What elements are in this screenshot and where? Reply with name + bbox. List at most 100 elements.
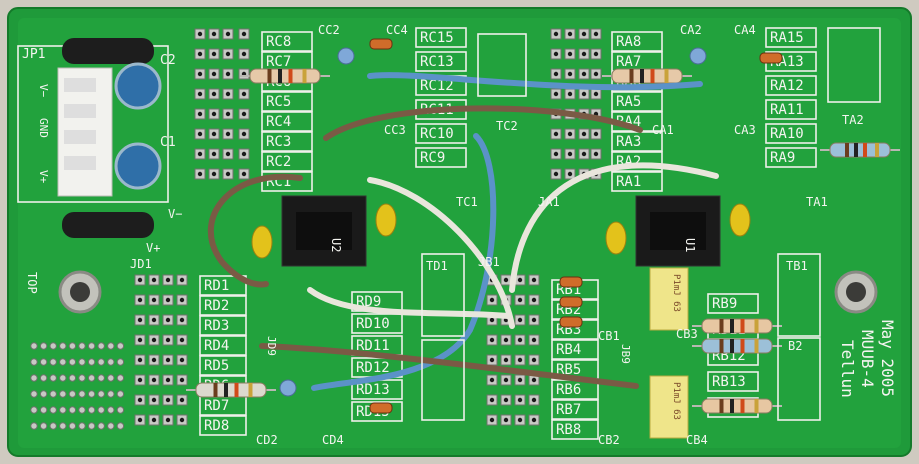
pad-hole-82 [165,317,171,323]
proto-pad-55 [78,422,86,430]
pad-hole-34 [593,71,599,77]
pad-hole-98 [489,317,495,323]
rc-col-label-1: RC7 [266,54,291,70]
caption-line-3: May 2005 [878,320,897,397]
pad-hole-55 [567,171,573,177]
pad-hole-121 [531,297,537,303]
label-jd9: JD9 [265,336,278,356]
label-cd2: CD2 [256,433,278,447]
pad-hole-37 [593,131,599,137]
label-ca1: CA1 [652,123,674,137]
rc-col-label-4: RC4 [266,114,291,130]
label-cc2: CC2 [318,23,340,37]
power-section: JP1 C2 C1 V− GND V+ V− V+ [17,38,182,255]
pad-hole-122 [531,317,537,323]
tantalum-cap-4 [729,203,751,237]
ra-right-col-box-5 [765,147,817,168]
label-gnd: GND [37,118,50,138]
pad-hole-31 [241,171,247,177]
proto-pad-50 [30,422,38,430]
proto-pad-42 [49,406,57,414]
pad-hole-89 [179,297,185,303]
label-jb1: JB1 [478,255,500,269]
pad-hole-95 [179,417,185,423]
ra-right-col-box-4 [765,123,817,144]
connector-pin-1 [64,78,96,92]
pad-hole-21 [225,131,231,137]
caption-line-1: Tellun [838,340,857,398]
film-cap-bottom-marking: P1mJ 63 [671,382,681,420]
ra-col-label-0: RA8 [616,34,641,50]
rd-col-label-4: RD5 [204,358,229,374]
pad-hole-51 [567,91,573,97]
rc-right-col-box-4 [415,123,467,144]
proto-pad-52 [49,422,57,430]
rd-right-col-label-3: RD12 [356,360,390,376]
pad-hole-110 [503,397,509,403]
proto-pad-28 [107,374,115,382]
proto-pad-59 [116,422,125,430]
misc-labels: JD1 JA1 TA1 TA2 TC1 TC2 TD1 TB1 B2 CC2 C… [130,23,881,447]
label-v-minus: V− [168,207,182,221]
resistor-band-2-0 [213,383,218,397]
rc-col-label-5: RC3 [266,134,291,150]
pad-hole-93 [179,377,185,383]
pad-hole-4 [197,111,203,117]
pad-hole-7 [197,171,203,177]
pad-hole-108 [503,357,509,363]
wire-white-1 [367,177,515,329]
tc-outline [477,33,527,97]
ic-socket-u1: U1 [635,195,721,267]
proto-pad-34 [68,390,77,398]
wire-blue-top [367,72,703,91]
ferrite-bead-top [62,38,154,64]
proto-pad-39 [116,390,125,398]
resistor-band-0-2 [288,69,293,83]
pad-hole-3 [197,91,203,97]
pad-hole-50 [567,71,573,77]
label-jb9: JB9 [619,344,632,364]
resistor-band-6-3 [875,143,879,157]
resistor-band-1-3 [664,69,669,83]
rb-right-col-label-3: RB13 [712,374,746,390]
proto-pad-11 [39,358,48,366]
rb-col-box-3 [551,339,599,360]
proto-pad-10 [30,358,38,366]
pad-hole-17 [225,51,231,57]
pad-hole-46 [553,151,559,157]
rc-col-label-3: RC5 [266,94,291,110]
proto-pad-1 [39,342,48,350]
ra-right-col-label-2: RA12 [770,78,804,94]
capacitor-c1 [114,142,162,190]
proto-pad-41 [39,406,48,414]
pad-hole-84 [165,357,171,363]
pad-hole-15 [211,171,217,177]
resistor-2 [195,382,267,398]
film-cap-bottom-body [649,375,689,439]
caption-line-2: MUUB-4 [858,330,877,388]
pad-hole-116 [517,357,523,363]
proto-pad-3 [59,342,67,350]
pad-hole-62 [581,151,587,157]
rb-col-box-7 [551,419,599,440]
resistor-band-4-1 [730,339,734,353]
wire-brown-top [323,105,643,141]
label-b2: B2 [788,339,802,353]
proto-pad-16 [87,358,96,366]
wire-white-3 [509,162,719,293]
pad-hole-88 [179,277,185,283]
proto-pad-57 [97,422,105,430]
resistor-band-2-3 [248,383,253,397]
proto-pad-37 [97,390,105,398]
rc-col-box-5 [261,131,313,152]
resistor-4 [701,338,773,354]
pad-hole-90 [179,317,185,323]
proto-pad-8 [107,342,115,350]
pad-hole-47 [553,171,559,177]
proto-pad-31 [39,390,48,398]
ceramic-cap-cd2 [279,379,297,397]
connector-pin-4 [64,156,96,170]
pad-hole-40 [553,31,559,37]
resistor-band-2-2 [234,383,239,397]
